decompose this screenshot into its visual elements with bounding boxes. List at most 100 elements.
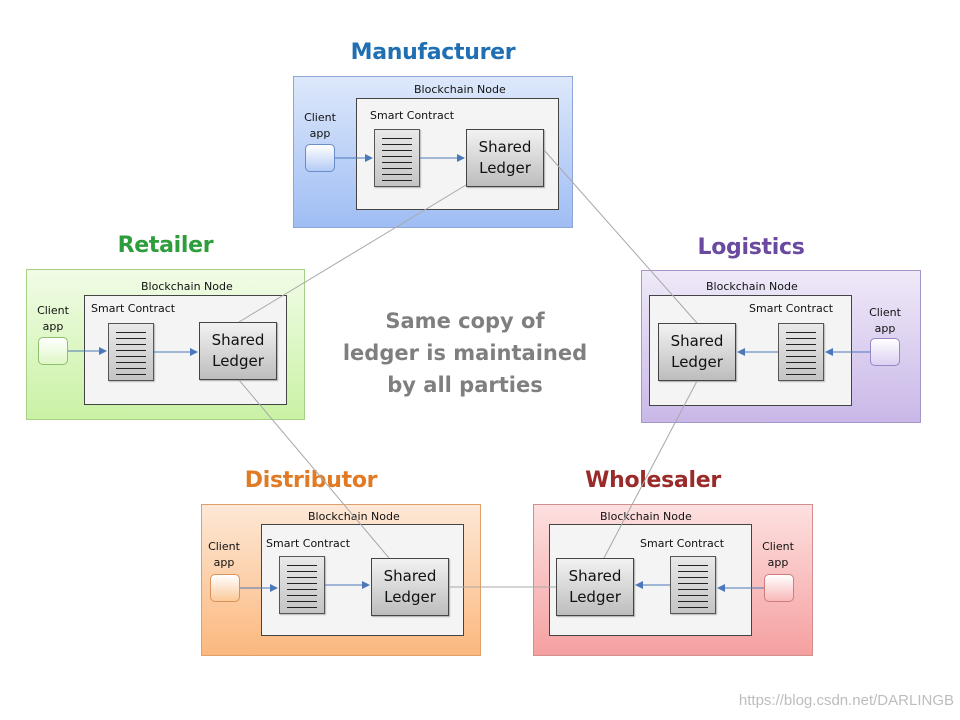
manufacturer-blockchain-node-label: Blockchain Node	[414, 83, 506, 96]
document-line	[116, 344, 146, 345]
distributor-client-app-label: Client app	[204, 539, 244, 571]
center-caption-line: Same copy of	[385, 309, 545, 333]
document-line	[382, 144, 412, 145]
manufacturer-title: Manufacturer	[350, 40, 516, 65]
distributor-smart-contract-label: Smart Contract	[266, 537, 351, 550]
logistics-client-app-label: Client app	[865, 305, 905, 337]
document-line	[287, 601, 317, 602]
ledger-label-line: Shared	[568, 567, 622, 585]
document-line	[786, 350, 816, 351]
logistics-smart-contract-label: Smart Contract	[749, 302, 834, 315]
wholesaler-blockchain-node-label: Blockchain Node	[600, 510, 692, 523]
ledger-label-line: Shared	[211, 331, 265, 349]
document-line	[786, 338, 816, 339]
document-line	[382, 162, 412, 163]
document-line	[116, 356, 146, 357]
client-label-line: app	[767, 556, 789, 569]
ledger-label-line: Ledger	[384, 588, 436, 606]
retailer-title: Retailer	[117, 233, 214, 258]
document-line	[116, 362, 146, 363]
document-line	[287, 589, 317, 590]
document-line	[116, 332, 146, 333]
wholesaler-smart-contract-label: Smart Contract	[640, 537, 725, 550]
retailer-smart-contract-label: Smart Contract	[91, 302, 176, 315]
client-label-line: Client	[869, 306, 901, 319]
manufacturer-smart-contract-label: Smart Contract	[370, 109, 455, 122]
ledger-label-line: Ledger	[479, 159, 531, 177]
document-line	[786, 374, 816, 375]
ledger-label-line: Shared	[478, 138, 532, 156]
ledger-label-line: Ledger	[569, 588, 621, 606]
document-line	[678, 565, 708, 566]
document-line	[116, 350, 146, 351]
document-line	[678, 583, 708, 584]
document-line	[116, 338, 146, 339]
retailer-client-app[interactable]	[38, 337, 68, 365]
ledger-label-line: Ledger	[671, 353, 723, 371]
client-label-line: app	[42, 320, 64, 333]
distributor-client-app[interactable]	[210, 574, 240, 602]
document-line	[678, 607, 708, 608]
center-caption-line: by all parties	[387, 373, 543, 397]
document-line	[786, 332, 816, 333]
logistics-smart-contract-document-icon	[778, 323, 824, 381]
document-line	[287, 595, 317, 596]
document-line	[382, 174, 412, 175]
wholesaler-smart-contract-document-icon	[670, 556, 716, 614]
manufacturer-client-app-label: Client app	[300, 110, 340, 142]
watermark: https://blog.csdn.net/DARLINGB	[738, 692, 954, 709]
document-line	[678, 577, 708, 578]
document-line	[678, 595, 708, 596]
document-line	[382, 150, 412, 151]
client-label-line: app	[874, 322, 896, 335]
client-label-line: app	[309, 127, 331, 140]
client-label-line: Client	[762, 540, 794, 553]
retailer-blockchain-node-label: Blockchain Node	[141, 280, 233, 293]
distributor-title: Distributor	[244, 468, 378, 493]
client-label-line: Client	[208, 540, 240, 553]
logistics-blockchain-node-label: Blockchain Node	[706, 280, 798, 293]
document-line	[786, 362, 816, 363]
manufacturer-client-app[interactable]	[305, 144, 335, 172]
wholesaler-client-app-label: Client app	[758, 539, 798, 571]
document-line	[116, 374, 146, 375]
center-caption: Same copy of ledger is maintained by all…	[330, 305, 600, 401]
document-line	[382, 138, 412, 139]
retailer-smart-contract-document-icon	[108, 323, 154, 381]
document-line	[287, 583, 317, 584]
client-label-line: Client	[304, 111, 336, 124]
retailer-client-app-label: Client app	[33, 303, 73, 335]
wholesaler-title: Wholesaler	[585, 468, 721, 493]
distributor-smart-contract-document-icon	[279, 556, 325, 614]
document-line	[382, 180, 412, 181]
client-label-line: Client	[37, 304, 69, 317]
document-line	[382, 168, 412, 169]
ledger-label-line: Shared	[670, 332, 724, 350]
document-line	[786, 368, 816, 369]
document-line	[382, 156, 412, 157]
document-line	[287, 571, 317, 572]
document-line	[287, 607, 317, 608]
document-line	[678, 601, 708, 602]
logistics-title: Logistics	[697, 235, 805, 260]
client-label-line: app	[213, 556, 235, 569]
document-line	[116, 368, 146, 369]
logistics-client-app[interactable]	[870, 338, 900, 366]
distributor-blockchain-node-label: Blockchain Node	[308, 510, 400, 523]
document-line	[287, 577, 317, 578]
document-line	[786, 344, 816, 345]
manufacturer-smart-contract-document-icon	[374, 129, 420, 187]
ledger-label-line: Ledger	[212, 352, 264, 370]
center-caption-line: ledger is maintained	[342, 341, 588, 365]
document-line	[287, 565, 317, 566]
wholesaler-client-app[interactable]	[764, 574, 794, 602]
document-line	[678, 571, 708, 572]
document-line	[678, 589, 708, 590]
ledger-label-line: Shared	[383, 567, 437, 585]
document-line	[786, 356, 816, 357]
